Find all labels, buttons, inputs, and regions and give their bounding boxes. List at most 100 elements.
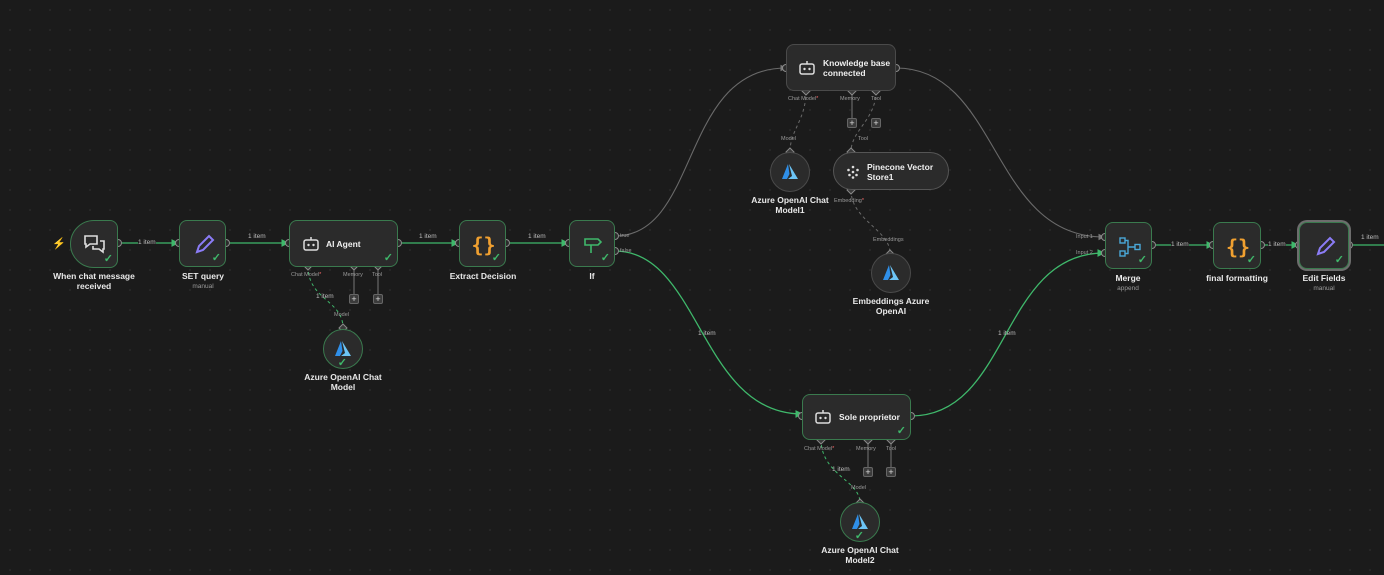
success-check-icon: ✓: [1137, 254, 1147, 266]
port-tool: Tool: [886, 446, 897, 452]
success-check-icon: ✓: [600, 252, 610, 264]
node-ai-agent[interactable]: AI Agent ✓: [289, 220, 398, 267]
edge-kb-merge: [895, 67, 1106, 241]
azure-logo-icon: [872, 254, 910, 292]
subedge-agent-model: [307, 265, 344, 329]
edge-count-if-sole: 1 item: [698, 330, 716, 337]
port-tool: Tool: [871, 96, 882, 102]
success-check-icon: ✓: [1246, 254, 1256, 266]
trigger-bolt-icon: ⚡: [52, 237, 66, 250]
robot-icon: [796, 57, 818, 79]
port-model: Model: [851, 485, 866, 491]
success-check-icon: ✓: [103, 253, 113, 265]
node-final-formatting[interactable]: {} ✓: [1213, 222, 1261, 269]
node-set-query-label: SET query: [181, 271, 225, 281]
success-check-icon: ✓: [383, 252, 393, 264]
node-azure-chat-model1[interactable]: [770, 152, 810, 192]
port-memory: Memory: [856, 446, 876, 452]
code-braces-icon: {}: [471, 232, 496, 257]
port-memory: Memory: [840, 96, 860, 102]
edge-count-final-edit: 1 item: [1268, 241, 1286, 248]
add-tool-button[interactable]: +: [886, 467, 896, 477]
node-azure-chat-model2[interactable]: ✓: [840, 502, 880, 542]
node-knowledge-base-label: Knowledge base connected: [823, 58, 891, 78]
edge-count-trigger-setquery: 1 item: [138, 239, 156, 246]
pinecone-logo-icon: [842, 161, 864, 183]
chat-bubbles-icon: [81, 231, 109, 259]
port-embedding: Embedding*: [834, 198, 864, 204]
node-embeddings-azure[interactable]: [871, 253, 911, 293]
node-embeddings-azure-label: Embeddings Azure OpenAI: [852, 296, 930, 316]
port-embeddings: Embeddings: [873, 237, 904, 243]
merge-input-1: Input 1: [1076, 234, 1093, 240]
port-tool: Tool: [858, 136, 869, 142]
edge-count-extract-if: 1 item: [528, 233, 546, 240]
azure-logo-icon: [324, 330, 362, 368]
edge-count-setquery-agent: 1 item: [248, 233, 266, 240]
robot-icon: [300, 233, 322, 255]
subedge-sole-model: [820, 438, 861, 504]
edge-count-merge-final: 1 item: [1171, 241, 1189, 248]
add-memory-button[interactable]: +: [863, 467, 873, 477]
success-check-icon: ✓: [854, 530, 864, 542]
node-ai-agent-label: AI Agent: [326, 239, 361, 249]
code-braces-icon: {}: [1225, 234, 1251, 259]
add-tool-button[interactable]: +: [871, 118, 881, 128]
node-merge-subtitle: append: [1117, 285, 1139, 292]
port-chat-model: Chat Model*: [291, 272, 322, 278]
node-set-query[interactable]: ✓: [179, 220, 226, 267]
subedge-kb-tool: [850, 90, 877, 153]
port-memory: Memory: [343, 272, 363, 278]
if-false-output: false: [620, 248, 632, 254]
azure-logo-icon: [841, 503, 879, 541]
node-azure-chat-model[interactable]: ✓: [323, 329, 363, 369]
node-sole-proprietor[interactable]: Sole proprietor ✓: [802, 394, 911, 440]
signpost-icon: [570, 221, 616, 268]
robot-icon: [812, 406, 834, 428]
add-tool-button[interactable]: +: [373, 294, 383, 304]
node-sole-proprietor-label: Sole proprietor: [839, 412, 900, 422]
node-chat-trigger[interactable]: ✓: [70, 220, 118, 268]
subedge-pinecone-embed: [850, 189, 891, 254]
node-azure-chat-model-label: Azure OpenAI Chat Model: [304, 372, 382, 392]
node-extract-decision[interactable]: {} ✓: [459, 220, 506, 267]
node-knowledge-base[interactable]: Knowledge base connected: [786, 44, 896, 91]
node-pinecone[interactable]: Pinecone Vector Store1: [833, 152, 949, 190]
merge-icon: [1106, 223, 1153, 270]
merge-input-2: Input 2: [1076, 250, 1093, 256]
port-chat-model: Chat Model*: [804, 446, 835, 452]
node-edit-fields-subtitle: manual: [1313, 285, 1335, 292]
node-azure-chat-model1-label: Azure OpenAI Chat Model1: [751, 195, 829, 215]
node-chat-trigger-label: When chat message received: [53, 271, 135, 291]
node-edit-fields[interactable]: ✓: [1299, 222, 1349, 269]
subedge-kb-model: [789, 90, 807, 153]
port-chat-model: Chat Model*: [788, 96, 819, 102]
node-pinecone-label: Pinecone Vector Store1: [867, 162, 934, 182]
item-count-agent-model: 1 item: [316, 293, 334, 300]
node-azure-chat-model2-label: Azure OpenAI Chat Model2: [821, 545, 899, 565]
add-memory-button[interactable]: +: [349, 294, 359, 304]
if-true-output: true: [620, 233, 630, 239]
edge-count-agent-extract: 1 item: [419, 233, 437, 240]
node-extract-decision-label: Extract Decision: [449, 271, 517, 281]
node-merge-label: Merge: [1115, 273, 1141, 283]
add-memory-button[interactable]: +: [847, 118, 857, 128]
azure-logo-icon: [771, 153, 809, 191]
node-merge[interactable]: ✓: [1105, 222, 1152, 269]
node-final-formatting-label: final formatting: [1206, 273, 1268, 283]
success-check-icon: ✓: [491, 252, 501, 264]
node-set-query-subtitle: manual: [192, 283, 214, 290]
success-check-icon: ✓: [896, 425, 906, 437]
success-check-icon: ✓: [337, 357, 347, 369]
success-check-icon: ✓: [211, 252, 221, 264]
node-if[interactable]: ✓: [569, 220, 615, 267]
port-model: Model: [334, 312, 349, 318]
node-edit-fields-label: Edit Fields: [1302, 273, 1346, 283]
edge-if-false-sole: [614, 250, 804, 418]
pencil-icon: [1300, 223, 1350, 270]
edge-sole-merge: [910, 249, 1106, 417]
pencil-icon: [180, 221, 227, 268]
node-if-label: If: [589, 271, 595, 281]
edge-count-sole-merge: 1 item: [998, 330, 1016, 337]
edge-count-edit-out: 1 item: [1361, 234, 1379, 241]
